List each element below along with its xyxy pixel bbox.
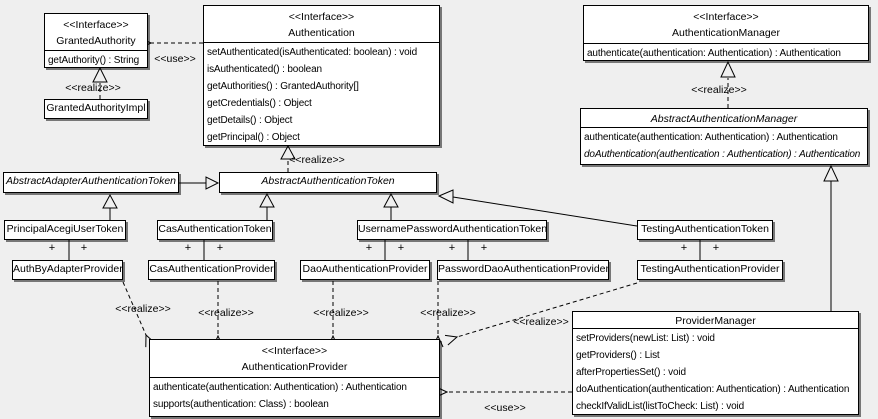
- plus-marker: +: [713, 242, 719, 254]
- edge-assoc-castoken-casprovider: + +: [185, 240, 223, 260]
- class-username-password-authentication-token: UsernamePasswordAuthenticationToken: [357, 220, 547, 240]
- edge-assoc-usernamepassword-dao: + +: [366, 240, 404, 260]
- method: getPrincipal() : Object: [207, 132, 300, 143]
- stereotype: <<Interface>>: [288, 11, 355, 23]
- method: isAuthenticated() : boolean: [207, 64, 322, 75]
- edge-assoc-usernamepassword-passworddao: + +: [449, 240, 487, 260]
- realize-label: <<realize>>: [691, 84, 746, 96]
- method: setAuthenticated(isAuthenticated: boolea…: [207, 47, 418, 58]
- plus-marker: +: [481, 242, 487, 254]
- class-auth-by-adapter-provider: AuthByAdapterProvider: [12, 260, 123, 280]
- edge-generalization-usernamepassword-token-to-abstract-token: [383, 192, 399, 220]
- edge-realize-grantedauthorityimpl: <<realize>>: [65, 66, 121, 99]
- edge-realize-abstract-manager-to-manager: <<realize>>: [691, 60, 747, 108]
- method: doAuthentication(authentication : Authen…: [584, 149, 861, 160]
- plus-marker: +: [81, 242, 87, 254]
- method: getCredentials() : Object: [207, 98, 312, 109]
- class-abstract-authentication-token: AbstractAuthenticationToken: [219, 172, 437, 193]
- realize-label: <<realize>>: [289, 154, 344, 166]
- class-dao-authentication-provider: DaoAuthenticationProvider: [300, 260, 430, 280]
- stereotype: <<Interface>>: [261, 345, 328, 357]
- class-authentication: <<Interface>> Authentication setAuthenti…: [203, 5, 440, 146]
- method: afterPropertiesSet() : void: [576, 367, 686, 378]
- edge-use-provider-manager-to-authentication-provider: <<use>>: [447, 392, 572, 414]
- class-name: ProviderManager: [675, 315, 756, 327]
- class-name: Authentication: [288, 27, 355, 39]
- method: authenticate(authentication: Authenticat…: [584, 132, 838, 143]
- class-granted-authority-impl: GrantedAuthorityImpl: [44, 99, 148, 119]
- edge-generalization-testing-token-to-abstract-token: [437, 189, 638, 227]
- method: supports(authentication: Class) : boolea…: [153, 399, 329, 410]
- method: getAuthorities() : GrantedAuthority[]: [207, 81, 359, 92]
- plus-marker: +: [449, 242, 455, 254]
- use-label: <<use>>: [484, 402, 525, 414]
- class-principal-acegi-user-token: PrincipalAcegiUserToken: [4, 220, 126, 240]
- class-password-dao-authentication-provider: PasswordDaoAuthenticationProvider: [437, 260, 609, 280]
- method: doAuthentication(authentication: Authent…: [576, 384, 850, 395]
- realize-label: <<realize>>: [313, 307, 368, 319]
- class-testing-authentication-token: TestingAuthenticationToken: [637, 220, 773, 240]
- edge-realize-authbyadapter-provider: <<realize>>: [115, 281, 171, 335]
- edge-generalization-principal-token-to-adapter-token: [102, 193, 118, 220]
- class-name: GrantedAuthority: [56, 35, 136, 47]
- edge-realize-testing-provider: <<realize>>: [457, 282, 638, 337]
- class-name: AuthenticationProvider: [241, 361, 348, 373]
- class-cas-authentication-provider: CasAuthenticationProvider: [148, 260, 275, 280]
- class-authentication-manager: <<Interface>> AuthenticationManager auth…: [583, 5, 869, 61]
- class-granted-authority: <<Interface>> GrantedAuthority getAuthor…: [44, 13, 148, 68]
- edge-generalization-adapter-token-to-abstract-token: [179, 176, 220, 190]
- method: authenticate(authentication: Authenticat…: [587, 48, 841, 59]
- method: getDetails() : Object: [207, 115, 293, 126]
- class-abstract-authentication-manager: AbstractAuthenticationManager authentica…: [580, 108, 868, 165]
- method: checkIfValidList(listToCheck: List) : vo…: [576, 401, 745, 412]
- class-name: AuthenticationManager: [672, 27, 780, 39]
- edge-realize-passworddao-provider: <<realize>>: [420, 281, 476, 336]
- method: setProviders(newList: List) : void: [576, 333, 715, 344]
- class-name: AbstractAuthenticationManager: [650, 113, 798, 125]
- method: authenticate(authentication: Authenticat…: [153, 382, 407, 393]
- plus-marker: +: [185, 242, 191, 254]
- stereotype: <<Interface>>: [63, 19, 129, 31]
- edge-use-authentication-to-grantedauthority: <<use>>: [151, 43, 203, 65]
- realize-label: <<realize>>: [513, 316, 568, 328]
- edge-generalization-cas-token-to-abstract-token: [259, 192, 275, 220]
- method: getAuthority() : String: [48, 55, 140, 66]
- realize-label: <<realize>>: [115, 303, 170, 315]
- class-provider-manager: ProviderManager setProviders(newList: Li…: [572, 311, 859, 415]
- plus-marker: +: [681, 242, 687, 254]
- edge-generalization-provider-manager-to-abstract-manager: [823, 164, 839, 311]
- edge-assoc-principal-authbyadapter: + +: [49, 240, 87, 260]
- edge-realize-abstract-token-to-authentication: <<realize>>: [280, 144, 345, 172]
- edge-realize-dao-provider: <<realize>>: [313, 281, 369, 336]
- edge-realize-cas-provider: <<realize>>: [198, 281, 254, 336]
- method: getProviders() : List: [576, 350, 660, 361]
- stereotype: <<Interface>>: [693, 11, 759, 23]
- edge-assoc-testingtoken-testingprovider: + +: [681, 240, 719, 260]
- use-label: <<use>>: [154, 53, 195, 65]
- realize-label: <<realize>>: [420, 307, 475, 319]
- class-abstract-adapter-authentication-token: AbstractAdapterAuthenticationToken: [3, 172, 179, 193]
- realize-label: <<realize>>: [198, 307, 253, 319]
- class-authentication-provider: <<Interface>> AuthenticationProvider aut…: [149, 339, 440, 417]
- plus-marker: +: [366, 242, 372, 254]
- class-testing-authentication-provider: TestingAuthenticationProvider: [637, 260, 783, 280]
- class-cas-authentication-token: CasAuthenticationToken: [157, 220, 273, 240]
- plus-marker: +: [217, 242, 223, 254]
- realize-label: <<realize>>: [65, 82, 120, 94]
- plus-marker: +: [49, 242, 55, 254]
- plus-marker: +: [398, 242, 404, 254]
